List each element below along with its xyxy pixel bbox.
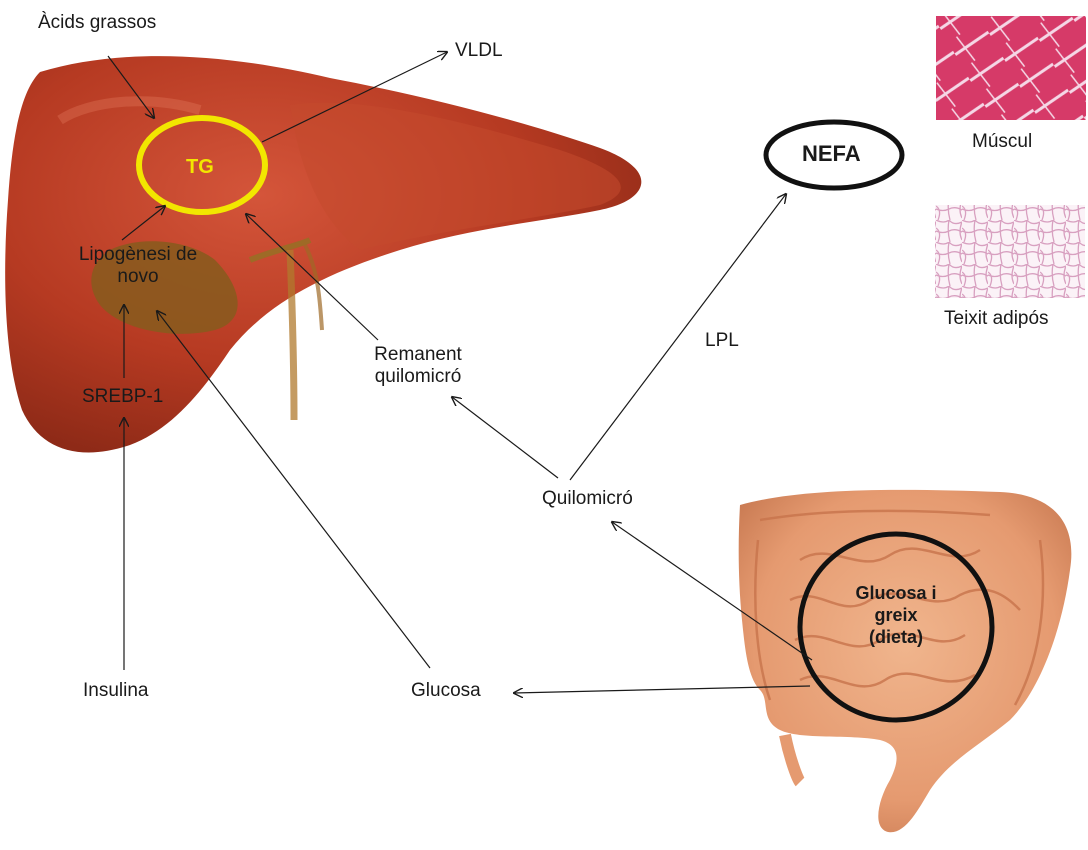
adipose-label: Teixit adipós — [944, 308, 1049, 330]
diet-label-line3: (dieta) — [836, 626, 956, 648]
arrow-chylomicron-to-nefa — [570, 194, 786, 480]
fatty-acids-label: Àcids grassos — [38, 12, 156, 34]
remnant-label-line1: Remanent — [348, 344, 488, 366]
remnant-label-line2: quilomicró — [348, 366, 488, 388]
lipogenesis-label-line2: novo — [58, 266, 218, 288]
diet-label-line1: Glucosa i — [836, 582, 956, 604]
arrow-chylomicron-to-remnant — [452, 397, 558, 478]
nefa-label: NEFA — [802, 143, 861, 165]
lpl-label: LPL — [705, 330, 739, 352]
tg-label: TG — [186, 156, 214, 178]
intestine-illustration — [739, 490, 1072, 832]
diet-label: Glucosa i greix (dieta) — [836, 582, 956, 648]
diet-label-line2: greix — [836, 604, 956, 626]
muscle-histology — [936, 16, 1086, 120]
srebp1-label: SREBP-1 — [82, 386, 163, 408]
insulin-label: Insulina — [83, 680, 149, 702]
muscle-label: Múscul — [972, 131, 1032, 153]
lipogenesis-label-line1: Lipogènesi de — [58, 244, 218, 266]
remnant-chylomicron-label: Remanent quilomicró — [348, 344, 488, 388]
adipose-histology — [935, 205, 1085, 298]
glucose-label: Glucosa — [411, 680, 481, 702]
vldl-label: VLDL — [455, 40, 503, 62]
lipogenesis-label: Lipogènesi de novo — [58, 244, 218, 288]
chylomicron-label: Quilomicró — [542, 488, 633, 510]
